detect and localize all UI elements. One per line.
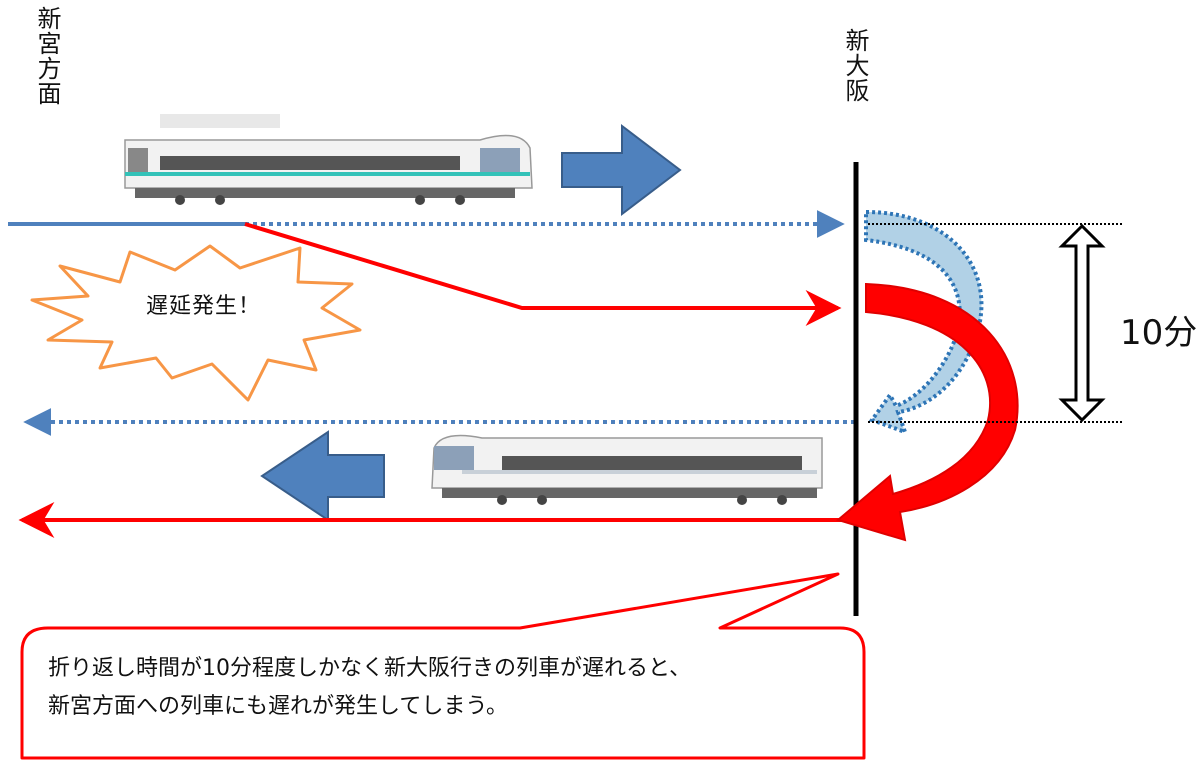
planned-turnaround-arrow <box>864 209 984 436</box>
arrow-left-icon <box>260 430 385 522</box>
turnaround-time-label: 10分 <box>1120 313 1198 353</box>
callout-line-2: 新宮方面への列車にも遅れが発生してしまう。 <box>48 694 509 719</box>
callout-line-1: 折り返し時間が10分程度しかなく新大阪行きの列車が遅れると、 <box>48 656 692 681</box>
delayed-turnaround-arrow <box>835 282 1019 542</box>
double-arrow-icon <box>1058 223 1106 423</box>
starburst-icon <box>30 244 362 402</box>
delay-burst-label: 遅延発生！ <box>146 294 262 319</box>
train-icon <box>124 114 533 205</box>
callout-box <box>20 572 866 760</box>
delayed-line <box>244 222 842 326</box>
terminal-station-label: 新大阪 <box>841 28 869 103</box>
origin-direction-label: 新宮方面 <box>33 6 61 106</box>
arrow-right-icon <box>561 123 682 217</box>
callout-text: 折り返し時間が10分程度しかなく新大阪行きの列車が遅れると、 新宮方面への列車に… <box>48 650 848 726</box>
train-icon <box>431 434 823 505</box>
